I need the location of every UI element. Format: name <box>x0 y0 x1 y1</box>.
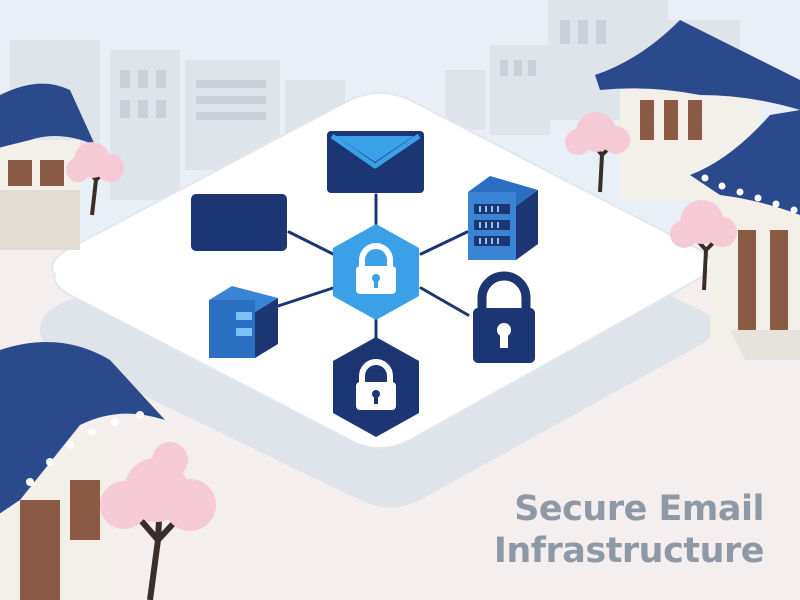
padlock-hexagon-center-icon <box>333 224 419 320</box>
caption-line-2: Infrastructure <box>493 531 765 571</box>
hanok-house-bottom-left <box>0 342 165 600</box>
padlock-large-icon <box>473 271 535 363</box>
cherry-blossom-tree-icon <box>66 142 124 216</box>
hanok-roof-icon <box>595 20 800 110</box>
cherry-blossom-tree-icon <box>565 112 630 193</box>
caption-line-1: Secure Email <box>514 489 764 529</box>
cherry-blossom-tree-icon <box>100 442 216 600</box>
hanok-roof-icon <box>690 110 800 215</box>
server-rack-icon <box>468 176 538 260</box>
cherry-blossom-tree-icon <box>670 200 737 291</box>
padlock-hexagon-bottom-icon <box>333 337 419 437</box>
server-cube-icon <box>209 286 278 358</box>
caption-title: Secure Email Infrastructure <box>493 488 765 572</box>
hanok-roof-icon <box>0 83 95 148</box>
hanok-house-right <box>690 110 800 360</box>
hanok-roof-icon <box>0 342 165 514</box>
building-windows <box>120 20 606 120</box>
network-connectors <box>276 193 470 340</box>
card-icon <box>191 194 287 251</box>
hanok-house-top-left <box>0 83 95 250</box>
envelope-icon <box>327 131 424 193</box>
